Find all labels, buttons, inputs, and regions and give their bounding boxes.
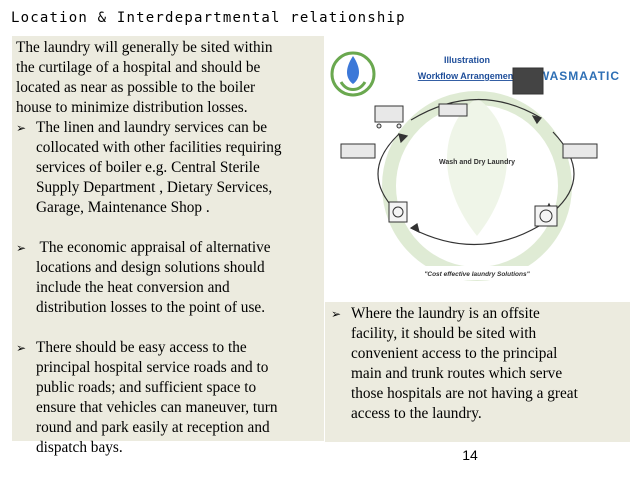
bullet-item-economic-appraisal: ➢ The economic appraisal of alternative … (16, 238, 320, 318)
text-line: There should be easy access to the (36, 339, 247, 356)
text-line: services of boiler e.g. Central Sterile (36, 159, 260, 176)
slide-title: Location & Interdepartmental relationshi… (11, 10, 406, 26)
brand-name: WASMAATIC (538, 69, 620, 83)
text-line: located as near as possible to the boile… (16, 79, 256, 96)
text-line: collocated with other facilities requiri… (36, 139, 282, 156)
arrow-bullet-icon: ➢ (16, 121, 27, 135)
figure-subheading: Workflow Arrangement (418, 71, 517, 81)
washer-icon (388, 201, 558, 227)
text-line: main and trunk routes which serve (351, 365, 563, 382)
text-line: access to the laundry. (351, 405, 482, 422)
text-line: those hospitals are not having a great (351, 385, 578, 402)
text-line: Supply Department , Dietary Services, (36, 179, 273, 196)
center-label: Wash and Dry Laundry (439, 159, 515, 166)
text-line: Garage, Maintenance Shop . (36, 199, 210, 216)
figure-caption: "Cost effective laundry Solutions" (424, 271, 530, 278)
text-line: public roads; and sufficient space to (36, 379, 257, 396)
text-line: The linen and laundry services can be (36, 119, 268, 136)
text-line: Where the laundry is an offsite (351, 305, 540, 322)
figure-heading: Illustration (444, 55, 490, 65)
text-line: The economic appraisal of alternative (36, 239, 271, 256)
left-text-panel: The laundry will generally be sited with… (12, 36, 324, 456)
text-line: round and park easily at reception and (36, 419, 270, 436)
right-text-panel: ➢ Where the laundry is an offsite facili… (325, 302, 630, 442)
arrow-bullet-icon: ➢ (16, 341, 27, 355)
text-line: principal hospital service roads and to (36, 359, 269, 376)
storage-rack-icon (512, 67, 544, 95)
bullet-item-offsite: ➢ Where the laundry is an offsite facili… (331, 304, 624, 424)
text-line: the curtilage of a hospital and should b… (16, 59, 261, 76)
leaf-watermark-icon (382, 91, 572, 281)
logo-icon (330, 51, 376, 97)
text-line: convenient access to the principal (351, 345, 558, 362)
intro-paragraph: The laundry will generally be sited with… (16, 38, 320, 118)
text-line: The laundry will generally be sited with… (16, 39, 273, 56)
text-line: facility, it should be sited with (351, 325, 537, 342)
text-line: locations and design solutions should (36, 259, 265, 276)
text-line: ensure that vehicles can maneuver, turn (36, 399, 278, 416)
text-line: include the heat conversion and (36, 279, 230, 296)
arrow-bullet-icon: ➢ (16, 241, 27, 255)
text-line: distribution losses to the point of use. (36, 299, 266, 316)
bullet-item-collocation: ➢ The linen and laundry services can be … (16, 118, 320, 218)
text-line: dispatch bays. (36, 439, 123, 456)
text-line: house to minimize distribution losses. (16, 99, 248, 116)
bullet-item-access: ➢ There should be easy access to the pri… (16, 338, 320, 458)
page-number: 14 (462, 447, 478, 463)
workflow-illustration: Illustration Workflow Arrangement WASMAA… (327, 36, 627, 284)
table-icon (340, 103, 598, 159)
arrow-bullet-icon: ➢ (331, 307, 342, 321)
trolley-icon (374, 105, 404, 129)
